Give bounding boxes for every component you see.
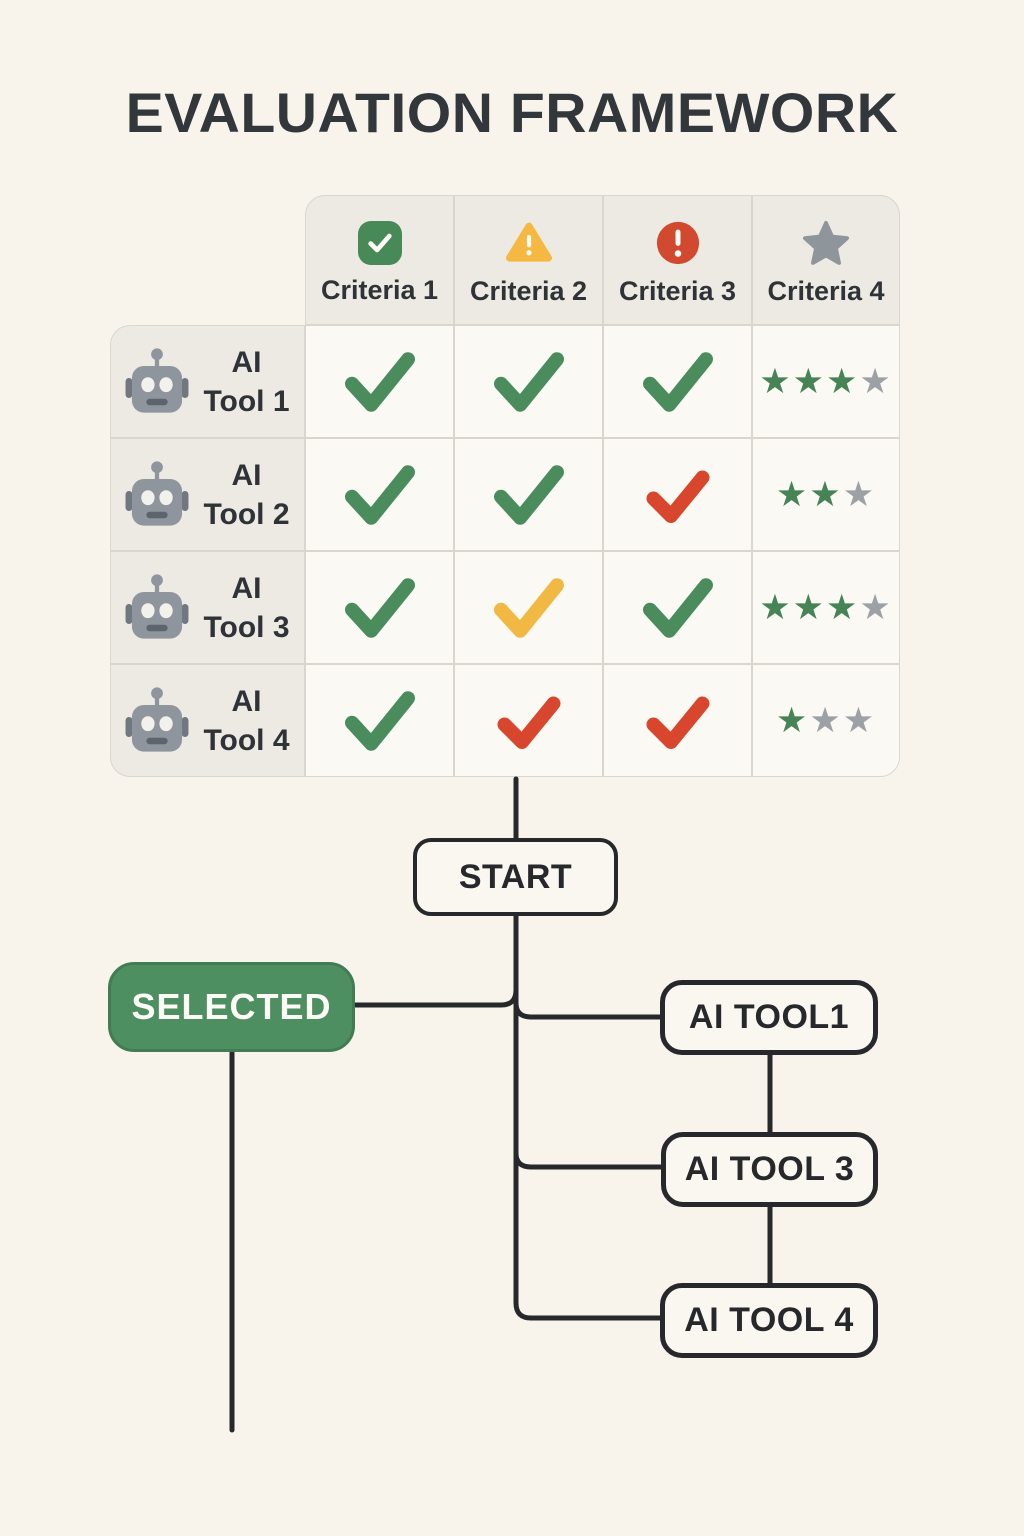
evaluation-matrix: Criteria 1 Criteria 2 Criteria 3 [110,195,900,777]
tool-1-label: AI Tool 1 [110,325,305,438]
tool-name: AI [231,345,262,379]
ai-tool1-label: AI TOOL1 [688,998,850,1036]
tool-2-label: AI Tool 2 [110,438,305,551]
tool-4-label: AI Tool 4 [110,664,305,777]
criteria-label: Criteria 4 [767,275,885,306]
criteria-1-header: Criteria 1 [305,195,454,325]
tool-name: Tool 1 [203,384,290,418]
empty-stars: ★ [859,361,893,401]
check-mark-icon [642,351,713,412]
empty-stars: ★ [859,587,893,627]
rating-tool2: ★★★ [752,438,900,551]
check-mark-icon [344,464,415,525]
ai-tool3-node: AI TOOL 3 [661,1132,878,1207]
rating-tool1: ★★★★ [752,325,900,438]
check-mark-icon [646,696,709,749]
rating-tool4: ★★★ [752,664,900,777]
error-circle-icon [655,220,701,266]
robot-icon [125,347,189,413]
connector-tool3-branch [513,1150,667,1170]
check-badge-icon [357,220,402,265]
robot-icon [125,686,189,752]
check-mark-icon [493,577,564,638]
filled-stars: ★★★ [759,361,860,401]
result-tool3-criteria1 [305,551,454,664]
selected-node: SELECTED [108,962,355,1052]
criteria-3-header: Criteria 3 [603,195,752,325]
check-mark-icon [493,351,564,412]
criteria-label: Criteria 2 [469,275,588,306]
rating-tool3: ★★★★ [752,551,900,664]
result-tool4-criteria2 [454,664,603,777]
ai-tool4-node: AI TOOL 4 [660,1283,878,1358]
tool-name: Tool 2 [203,497,290,531]
result-tool3-criteria2 [454,551,603,664]
result-tool1-criteria1 [305,325,454,438]
tool-3-label: AI Tool 3 [110,551,305,664]
result-tool4-criteria1 [305,664,454,777]
result-tool2-criteria1 [305,438,454,551]
connector-trunk-to-tool4 [513,913,665,1321]
criteria-4-header: Criteria 4 [752,195,900,325]
empty-stars: ★ [842,474,877,514]
check-mark-icon [642,577,713,638]
start-label: START [458,857,573,896]
tool-name: AI [231,684,262,718]
ai-tool3-label: AI TOOL 3 [684,1150,855,1188]
selected-label: SELECTED [131,986,332,1027]
ai-tool4-label: AI TOOL 4 [684,1301,854,1339]
result-tool4-criteria3 [603,664,752,777]
star-icon [803,220,849,266]
check-mark-icon [493,464,564,525]
robot-icon [125,460,189,526]
criteria-label: Criteria 1 [320,274,439,305]
criteria-label: Criteria 3 [618,275,737,306]
filled-stars: ★★★ [759,587,860,627]
tool-name: Tool 3 [203,610,290,644]
check-mark-icon [646,470,709,523]
empty-stars: ★★ [809,700,877,740]
criteria-2-header: Criteria 2 [454,195,603,325]
check-mark-icon [344,690,415,751]
result-tool2-criteria3 [603,438,752,551]
corner-spacer [110,195,305,325]
result-tool1-criteria2 [454,325,603,438]
filled-stars: ★★ [775,474,843,514]
check-mark-icon [344,351,415,412]
result-tool1-criteria3 [603,325,752,438]
result-tool3-criteria3 [603,551,752,664]
check-mark-icon [344,577,415,638]
page-title: EVALUATION FRAMEWORK [125,81,899,144]
check-mark-icon [497,696,560,749]
connector-selected-branch [349,987,519,1008]
ai-tool1-node: AI TOOL1 [660,980,878,1055]
tool-name: Tool 4 [203,723,290,757]
robot-icon [125,573,189,639]
tool-name: AI [231,458,262,492]
result-tool2-criteria2 [454,438,603,551]
filled-stars: ★ [775,700,810,740]
start-node: START [413,838,618,916]
connector-tool1-branch [513,1000,666,1020]
tool-name: AI [231,571,262,605]
warning-triangle-icon [505,220,552,266]
